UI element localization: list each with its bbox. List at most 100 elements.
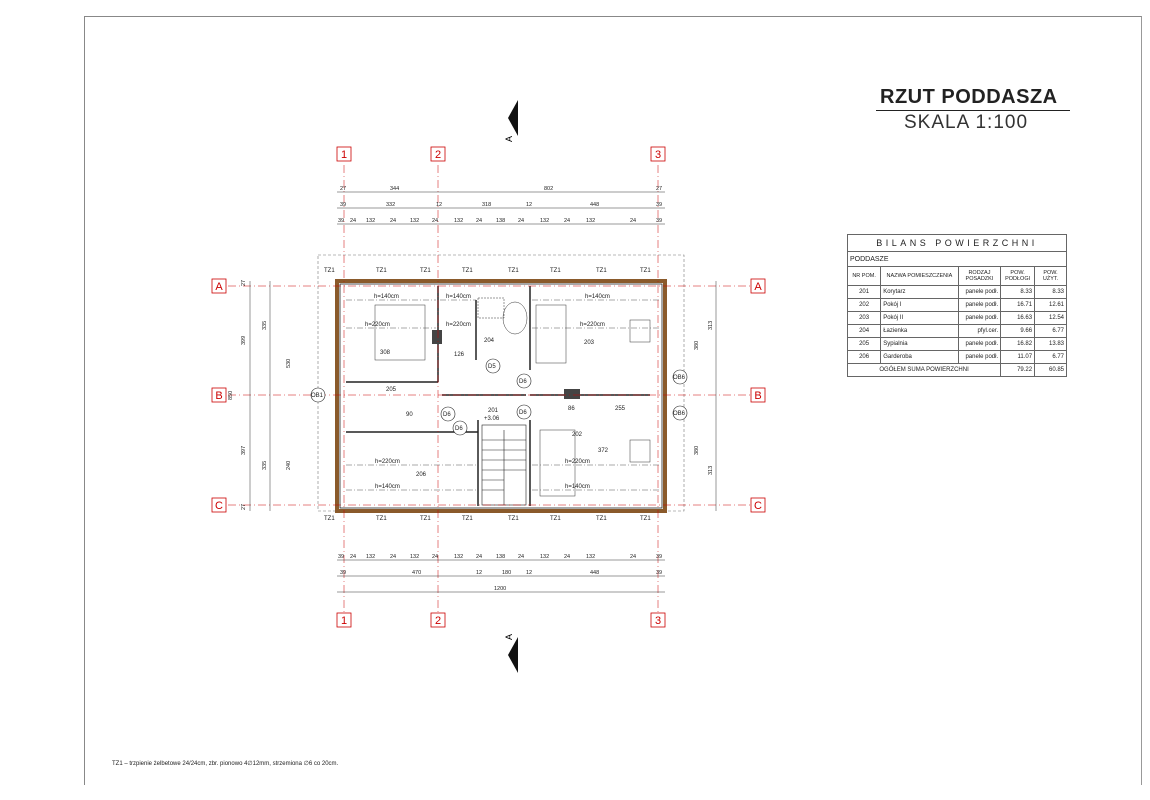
table-row: 204 Łazienka pfyl.cer. 9.66 6.77 <box>846 324 1067 338</box>
ceiling-label: h=140cm <box>375 484 400 490</box>
area-value: 372 <box>598 448 609 454</box>
total-pow-uzyt: 60.85 <box>1034 363 1067 377</box>
ceiling-label: h=220cm <box>365 322 390 328</box>
tz1-label: TZ1 <box>376 516 387 522</box>
door-label: D6 <box>443 412 451 418</box>
cell-pow-podl: 9.66 <box>1000 324 1036 338</box>
dim: 530 <box>286 359 292 368</box>
drawing-sheet-border <box>84 16 1142 785</box>
cell-nr: 201 <box>846 285 882 299</box>
dim: 399 <box>241 336 247 345</box>
table-total-row: OGÓŁEM SUMA POWIERZCHNI 79.22 60.85 <box>846 363 1067 377</box>
dim: 332 <box>386 202 395 208</box>
dim: 448 <box>590 202 599 208</box>
axis-label-rowC-right: C <box>754 500 762 512</box>
interior-walls <box>346 286 650 506</box>
dim: 27 <box>241 504 247 510</box>
cell-name: Sypialnia <box>880 337 959 351</box>
section-mark-label: A <box>504 634 514 640</box>
level-label: +3.06 <box>484 416 500 422</box>
cell-pow-uzyt: 8.33 <box>1034 285 1067 299</box>
table-row: 205 Sypialnia panele podł. 16.82 13.83 <box>846 337 1067 351</box>
window-label: OB6 <box>673 411 686 417</box>
dim: 24 <box>432 554 438 560</box>
chimney <box>564 389 580 399</box>
dim: 24 <box>350 218 356 224</box>
table-row: 203 Pokój II panele podł. 16.63 12.54 <box>846 311 1067 325</box>
dim: 138 <box>496 554 505 560</box>
dim: 24 <box>390 218 396 224</box>
dim: 39 <box>656 202 662 208</box>
door-label: D6 <box>519 410 527 416</box>
ceiling-height-lines <box>346 299 660 491</box>
cell-pow-uzyt: 12.61 <box>1034 298 1067 312</box>
room-number: 201 <box>488 408 499 414</box>
outer-wall-inner <box>339 283 663 509</box>
room-number: 205 <box>386 387 397 393</box>
top-dimensions: 27 344 802 27 39 332 12 318 12 448 39 39… <box>338 186 662 224</box>
ceiling-label: h=220cm <box>446 322 471 328</box>
cell-name: Łazienka <box>880 324 959 338</box>
room-number: 204 <box>484 338 495 344</box>
dim: 132 <box>540 218 549 224</box>
cell-pow-uzyt: 12.54 <box>1034 311 1067 325</box>
col-header: POW. PODŁOGI <box>1000 266 1036 286</box>
dim: 180 <box>502 570 511 576</box>
dim: 380 <box>694 446 700 455</box>
axis-label-rowA-right: A <box>754 281 762 293</box>
tz1-label: TZ1 <box>596 516 607 522</box>
outer-wall <box>335 279 667 513</box>
dim: 24 <box>564 554 570 560</box>
total-pow-podl: 79.22 <box>1000 363 1036 377</box>
table-header: BILANS POWIERZCHNI <box>847 234 1067 252</box>
tz1-label: TZ1 <box>420 268 431 274</box>
tz1-label: TZ1 <box>640 516 651 522</box>
dim: 132 <box>366 554 375 560</box>
footnote: TZ1 – trzpienie żelbetowe 24/24cm, zbr. … <box>112 761 339 767</box>
door-label: D5 <box>488 364 496 370</box>
dim: 39 <box>656 218 662 224</box>
dim: 380 <box>694 341 700 350</box>
dim: 39 <box>338 218 344 224</box>
dim: 39 <box>656 570 662 576</box>
cell-nr: 202 <box>846 298 882 312</box>
door-label: D6 <box>519 379 527 385</box>
dim: 240 <box>286 461 292 470</box>
cell-floor: panele podł. <box>957 285 1002 299</box>
right-dimensions: 313 380 380 313 <box>694 321 714 475</box>
table-row: 201 Korytarz panele podł. 8.33 8.33 <box>846 285 1067 299</box>
dim: 1200 <box>494 586 506 592</box>
ceiling-label: h=140cm <box>585 294 610 300</box>
dim: 27 <box>656 186 662 192</box>
dim: 24 <box>630 218 636 224</box>
window-label: OB6 <box>673 375 686 381</box>
bottom-dimensions: 39 24 132 24 132 24 132 24 138 24 132 24… <box>338 554 662 592</box>
area-value: 255 <box>615 406 626 412</box>
tz1-label: TZ1 <box>550 268 561 274</box>
dim: 24 <box>476 218 482 224</box>
cell-nr: 206 <box>846 350 882 364</box>
cell-pow-uzyt: 6.77 <box>1034 350 1067 364</box>
room-number: 202 <box>572 432 583 438</box>
area-value: 90 <box>406 412 413 418</box>
chimney <box>432 330 442 344</box>
dim: 335 <box>262 461 268 470</box>
tz1-label: TZ1 <box>640 268 651 274</box>
section-mark-top: A <box>504 100 518 142</box>
tz1-label: TZ1 <box>324 268 335 274</box>
dim: 27 <box>241 280 247 286</box>
cell-pow-podl: 16.71 <box>1000 298 1036 312</box>
axis-label-rowB-right: B <box>754 390 761 402</box>
window-label: OB1 <box>311 393 324 399</box>
cell-nr: 204 <box>846 324 882 338</box>
col-header: NR POM. <box>846 266 882 286</box>
ceiling-label: h=220cm <box>565 459 590 465</box>
tz1-label: TZ1 <box>508 268 519 274</box>
tz1-label: TZ1 <box>596 268 607 274</box>
tz1-label: TZ1 <box>550 516 561 522</box>
dim: 132 <box>410 218 419 224</box>
cell-name: Garderoba <box>880 350 959 364</box>
dim: 132 <box>586 218 595 224</box>
cell-pow-podl: 16.63 <box>1000 311 1036 325</box>
